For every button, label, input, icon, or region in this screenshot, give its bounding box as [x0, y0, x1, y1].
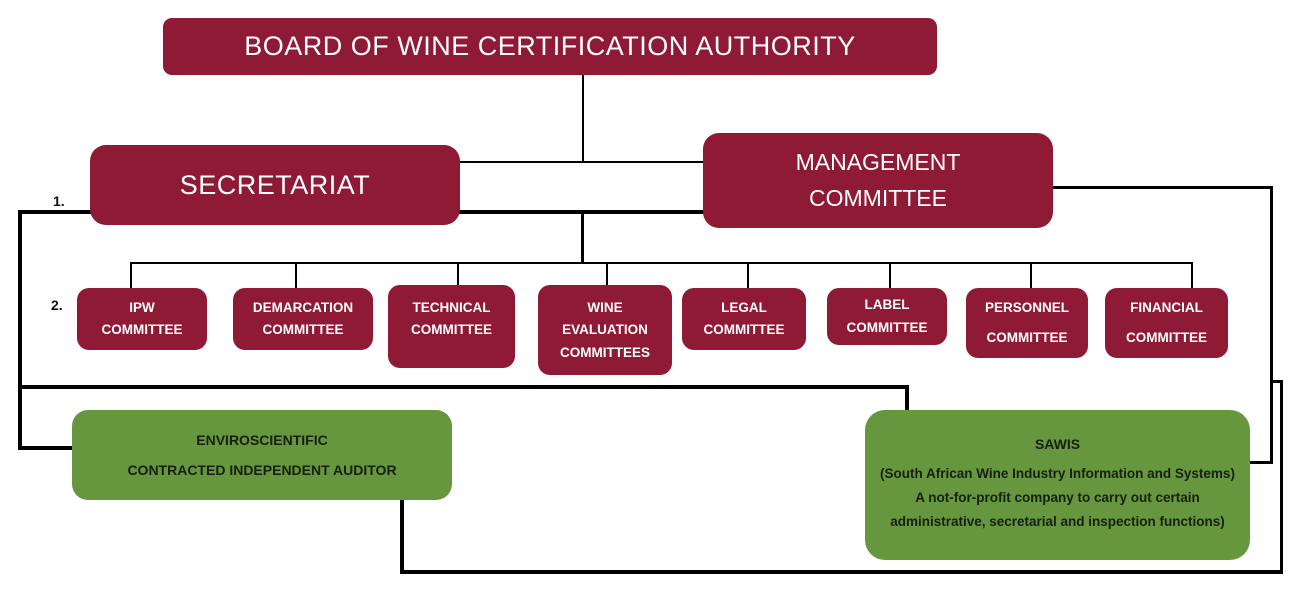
node-label-committee: LABEL COMMITTEE	[827, 288, 947, 345]
node-management-committee-label: MANAGEMENT COMMITTEE	[795, 148, 961, 211]
node-sawis-description: (South African Wine Industry Information…	[880, 465, 1235, 530]
connector-path2-horizontal	[18, 385, 908, 389]
path-marker-2: 2.	[51, 297, 63, 313]
node-enviroscientific-role: CONTRACTED INDEPENDENT AUDITOR	[127, 462, 397, 478]
node-wine-evaluation-committees-label: WINE EVALUATION COMMITTEES	[560, 300, 650, 360]
connector-drop-legal	[747, 262, 749, 289]
connector-right-jog	[1270, 380, 1283, 383]
connector-mgmt-right	[1053, 186, 1273, 189]
node-demarcation-committee: DEMARCATION COMMITTEE	[233, 288, 373, 350]
node-board-label: BOARD OF WINE CERTIFICATION AUTHORITY	[244, 31, 856, 61]
connector-drop-technical	[457, 262, 459, 286]
node-financial-committee-label: FINANCIAL COMMITTEE	[1126, 300, 1207, 345]
connector-committee-rail	[130, 262, 1193, 264]
connector-sawis-right-in	[1250, 461, 1273, 464]
connector-drop-personnel	[1030, 262, 1032, 289]
connector-bottom-horizontal	[400, 570, 1283, 574]
node-legal-committee: LEGAL COMMITTEE	[682, 288, 806, 350]
node-technical-committee: TECHNICAL COMMITTEE	[388, 285, 515, 368]
path-marker-1: 1.	[53, 193, 65, 209]
node-secretariat: SECRETARIAT	[90, 145, 460, 225]
node-wine-evaluation-committees: WINE EVALUATION COMMITTEES	[538, 285, 672, 375]
node-personnel-committee-label: PERSONNEL COMMITTEE	[984, 300, 1069, 345]
node-financial-committee: FINANCIAL COMMITTEE	[1105, 288, 1228, 358]
connector-far-right-vertical	[1280, 380, 1283, 574]
node-personnel-committee: PERSONNEL COMMITTEE	[966, 288, 1088, 358]
node-sawis: SAWIS (South African Wine Industry Infor…	[865, 410, 1250, 560]
connector-drop-ipw	[130, 262, 132, 289]
connector-right-vertical	[1270, 186, 1273, 464]
node-enviroscientific-text: ENVIROSCIENTIFIC CONTRACTED INDEPENDENT …	[127, 432, 396, 478]
connector-drop-financial	[1191, 262, 1193, 289]
node-enviroscientific: ENVIROSCIENTIFIC CONTRACTED INDEPENDENT …	[72, 410, 452, 500]
connector-sec-mgmt	[460, 161, 705, 163]
connector-drop-wine	[606, 262, 608, 286]
node-technical-committee-label: TECHNICAL COMMITTEE	[411, 300, 492, 338]
node-ipw-committee: IPW COMMITTEE	[77, 288, 207, 350]
connector-enviro-left-in	[18, 446, 74, 450]
connector-center-to-committees	[581, 212, 584, 264]
connector-path1-left-vertical	[18, 210, 22, 450]
node-legal-committee-label: LEGAL COMMITTEE	[703, 299, 785, 337]
connector-sawis-top-in	[905, 385, 909, 413]
node-ipw-committee-label: IPW COMMITTEE	[101, 299, 183, 337]
connector-board-drop	[582, 75, 584, 163]
node-enviroscientific-name: ENVIROSCIENTIFIC	[196, 432, 328, 448]
connector-drop-label	[889, 262, 891, 289]
connector-drop-demarcation	[295, 262, 297, 289]
node-label-committee-label: LABEL COMMITTEE	[846, 297, 928, 335]
node-demarcation-committee-label: DEMARCATION COMMITTEE	[252, 299, 354, 337]
node-sawis-title: SAWIS	[1034, 435, 1081, 452]
node-sawis-text: SAWIS (South African Wine Industry Infor…	[865, 436, 1250, 535]
node-board: BOARD OF WINE CERTIFICATION AUTHORITY	[163, 18, 937, 75]
node-secretariat-label: SECRETARIAT	[179, 169, 371, 200]
connector-enviro-bottom	[400, 500, 404, 572]
node-management-committee: MANAGEMENT COMMITTEE	[703, 133, 1053, 228]
